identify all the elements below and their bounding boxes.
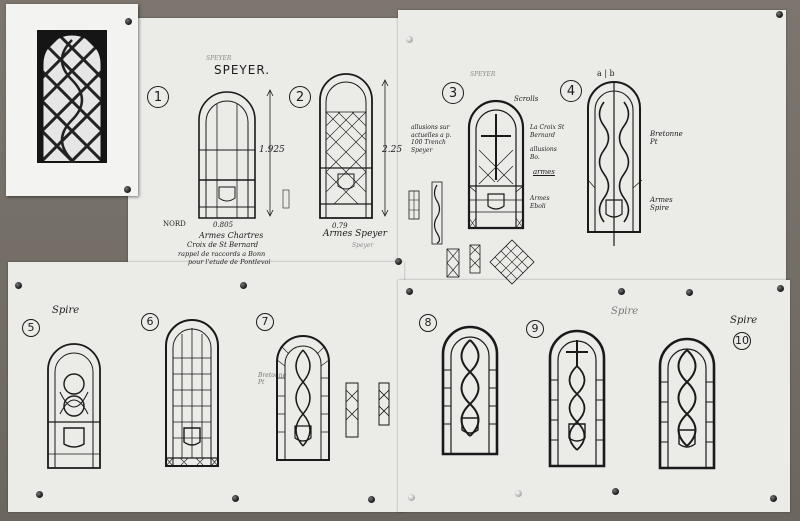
note-3-top: Scrolls — [514, 95, 539, 103]
pin — [618, 288, 625, 295]
pin — [406, 36, 413, 43]
window-sketch-10 — [658, 337, 716, 470]
dimension-line-1 — [266, 89, 274, 217]
sketch-number-7: 7 — [256, 313, 274, 331]
sketch-number-8: 8 — [419, 314, 437, 332]
dimension-line-2 — [381, 79, 389, 217]
sketch-number-10: 10 — [733, 332, 751, 350]
detail-grid-sketch — [489, 239, 535, 285]
pin — [612, 488, 619, 495]
window-sketch-9 — [548, 329, 606, 468]
page-title: SPEYER. — [214, 63, 271, 77]
caption-1b: Croix de St Bernard — [187, 241, 259, 249]
pin — [770, 495, 777, 502]
note-4-low: Armes Spire — [650, 196, 673, 213]
note-3-right: La Croix St Bernard — [530, 124, 565, 139]
sketch-number-4: 4 — [560, 80, 582, 102]
faint-label: SPEYER — [470, 71, 496, 78]
window-sketch-2 — [319, 73, 373, 219]
caption-1c: rappel de raccords a Bonn — [178, 250, 266, 258]
window-sketch-1 — [198, 91, 256, 219]
sketch-number-2: 2 — [289, 86, 311, 108]
pin — [776, 11, 783, 18]
photo-card — [6, 4, 138, 196]
width-label-2: 0.79 — [332, 222, 348, 230]
pin — [368, 496, 375, 503]
note-3-low: Armes Eboli — [530, 195, 550, 210]
caption-1a: Armes Chartres — [199, 231, 264, 240]
sketch-number-1: 1 — [147, 86, 169, 108]
pin — [232, 495, 239, 502]
note-3-mid: armes — [533, 168, 555, 176]
detail-sketch — [431, 181, 443, 245]
pin — [515, 490, 522, 497]
window-sketch-3 — [467, 99, 525, 230]
window-sketch-7 — [276, 335, 330, 461]
sketch-number-3: 3 — [442, 82, 464, 104]
sketch-number-9: 9 — [526, 320, 544, 338]
pin — [408, 494, 415, 501]
dimension-label-2: 2.25 — [382, 145, 403, 155]
pin — [36, 491, 43, 498]
note-4-right: Bretonne Pt — [650, 130, 683, 147]
nord-label: NORD — [163, 220, 186, 228]
sheet-top-left — [128, 18, 406, 268]
pin — [124, 186, 131, 193]
faint-label: SPEYER — [206, 55, 232, 62]
caption-2b: Speyer — [352, 242, 374, 249]
pin — [686, 289, 693, 296]
pin — [240, 282, 247, 289]
spire-label-9: Spire — [611, 306, 639, 317]
spire-label-10: Spire — [730, 315, 758, 326]
spire-label-5: Spire — [52, 305, 80, 316]
sheet-bottom-left — [8, 262, 404, 512]
window-sketch-8 — [441, 325, 499, 456]
pin — [15, 282, 22, 289]
window-sketch-4 — [587, 81, 643, 246]
note-3-right2: allusions Bo. — [530, 146, 557, 161]
window-sketch-6 — [165, 319, 219, 467]
pin — [406, 288, 413, 295]
ab-label: a | b — [597, 69, 615, 78]
detail-sketch — [345, 382, 359, 438]
detail-sketch — [408, 190, 420, 220]
pin — [395, 258, 402, 265]
detail-sketch — [446, 248, 460, 278]
detail-sketch — [469, 244, 481, 274]
pin — [777, 285, 784, 292]
width-label-1: 0.805 — [213, 221, 234, 229]
sketch-number-6: 6 — [141, 313, 159, 331]
pin — [125, 18, 132, 25]
photo-pattern-icon — [38, 30, 106, 163]
note-3-left: allusions sur actuelles a p. 100 Trench … — [411, 124, 452, 154]
dimension-label-1: 1.925 — [259, 145, 285, 155]
caption-1d: pour l'etude de Pontlevoi — [188, 258, 271, 266]
caption-2: Armes Speyer — [323, 229, 388, 239]
sketch-number-5: 5 — [22, 319, 40, 337]
strip-sketch — [282, 189, 290, 209]
note-7: Bretonne Pt — [258, 372, 287, 387]
sheet-top-right — [398, 10, 786, 286]
window-photo — [37, 30, 107, 163]
detail-sketch — [378, 382, 390, 426]
window-sketch-5 — [47, 343, 101, 469]
